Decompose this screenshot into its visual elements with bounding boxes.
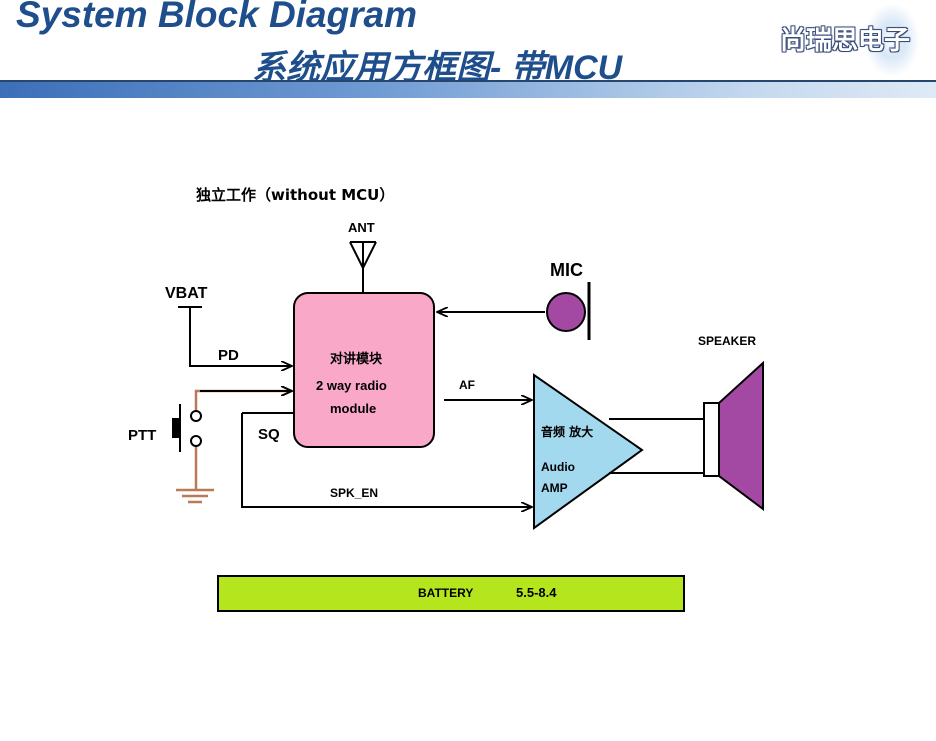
vbat-label: VBAT (165, 285, 208, 302)
slide-header: System Block Diagram 系统应用方框图- 带MCU 尚瑞思电子 (0, 0, 936, 100)
mic-label: MIC (550, 260, 583, 280)
battery-label: BATTERY (418, 586, 473, 600)
af-label: AF (459, 378, 475, 392)
header-divider (0, 80, 936, 82)
speaker-label: SPEAKER (698, 334, 756, 348)
amp-label-line2: AMP (541, 481, 568, 495)
ptt-switch (172, 389, 292, 504)
slide-title: System Block Diagram (16, 0, 418, 35)
ant-label: ANT (348, 220, 375, 235)
ptt-label: PTT (128, 427, 156, 444)
pd-label: PD (218, 347, 239, 364)
battery-bar (217, 575, 685, 612)
radio-module-block (293, 292, 435, 448)
antenna-icon (349, 241, 377, 293)
mic-icon (546, 292, 586, 332)
spk-en-label: SPK_EN (330, 486, 378, 500)
ptt-wire (194, 389, 292, 414)
amp-label-line1: Audio (541, 460, 575, 474)
company-logo: 尚瑞思电子 (780, 26, 911, 56)
speaker-icon (703, 360, 764, 511)
sq-label: SQ (258, 426, 280, 443)
logo-sparkle (862, 0, 922, 80)
module-label-cn: 对讲模块 (330, 351, 383, 367)
header-gradient-band (0, 82, 936, 98)
ground-icon (176, 488, 214, 504)
spk-en-wire (241, 413, 532, 507)
pd-wire (189, 307, 292, 366)
audio-amp-block (533, 373, 644, 530)
amp-label-cn: 音频 放大 (541, 424, 593, 439)
module-label-line2: module (330, 401, 376, 416)
battery-value: 5.5-8.4 (516, 585, 557, 600)
module-label-line1: 2 way radio (316, 378, 387, 393)
mode-label: 独立工作（without MCU） (196, 186, 394, 204)
